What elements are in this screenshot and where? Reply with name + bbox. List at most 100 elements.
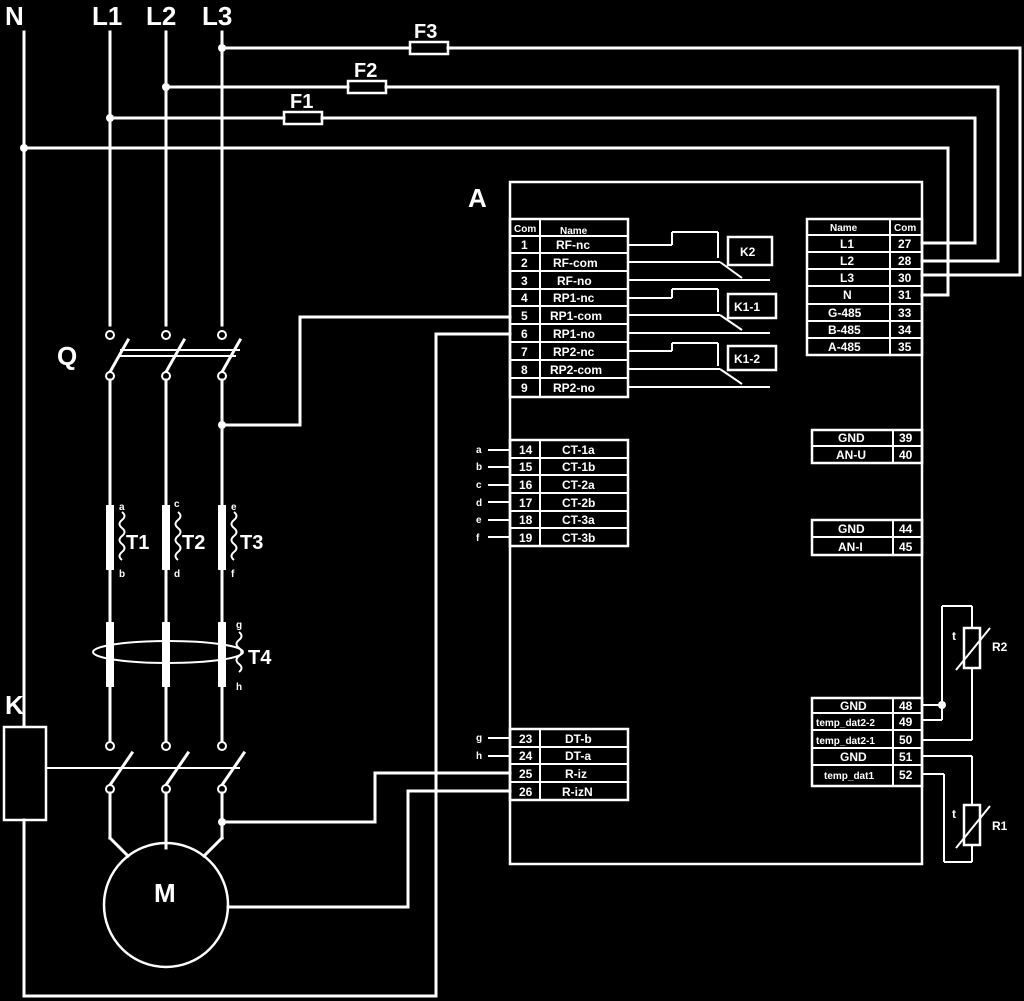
ct-name: CT-3b <box>562 531 595 545</box>
label-T2: T2 <box>182 532 205 554</box>
temp-name: temp_dat1 <box>824 771 874 782</box>
ct-num: 14 <box>519 443 533 457</box>
power-num: 30 <box>898 271 912 285</box>
relay-k1-2 <box>628 342 778 388</box>
relay-name: RP2-no <box>553 381 595 395</box>
ct-num: 18 <box>519 513 533 527</box>
fuse-feeds <box>22 46 1022 297</box>
tap-a: a <box>119 502 125 513</box>
temp-num: 50 <box>899 733 913 747</box>
anu-name: GND <box>838 431 865 445</box>
temp-num: 52 <box>899 768 913 782</box>
relay-num: 7 <box>521 345 528 359</box>
power-name: B-485 <box>828 323 861 337</box>
tap-f: f <box>231 569 235 580</box>
relay-terminal-table <box>508 217 630 399</box>
motor-m <box>102 841 230 969</box>
label-L3: L3 <box>202 1 232 31</box>
dt-rows: g 23 DT-b h 24 DT-a 25 R-iz 26 R-izN <box>476 732 593 799</box>
label-T1: T1 <box>126 532 149 554</box>
ct-rows: a 14 CT-1a b 15 CT-1b c 16 CT-2a d 17 CT… <box>476 443 595 545</box>
power-num: 33 <box>898 306 912 320</box>
power-name: L1 <box>840 237 854 251</box>
relay-num: 1 <box>521 238 528 252</box>
thermistor-r2 <box>922 605 991 741</box>
fuse-f3-label: F3 <box>414 21 437 43</box>
ct-name: CT-2b <box>562 496 595 510</box>
temp-num: 48 <box>899 699 913 713</box>
power-name: N <box>843 288 852 302</box>
dt-name: R-izN <box>562 785 593 799</box>
power-name: A-485 <box>828 340 861 354</box>
anu-num: 40 <box>899 448 913 462</box>
ct-name: CT-1b <box>562 460 595 474</box>
label-K1-1: K1-1 <box>734 300 760 314</box>
relay-name: RP2-nc <box>553 345 595 359</box>
ct-name: CT-2a <box>562 478 595 492</box>
transformer-t4 <box>92 622 244 687</box>
relay-num: 4 <box>521 291 528 305</box>
anu-name: AN-U <box>836 448 866 462</box>
dt-num: 24 <box>519 749 533 763</box>
relay-num: 9 <box>521 381 528 395</box>
ct-tap: e <box>476 515 482 526</box>
analog-u-table: GND 39 AN-U 40 <box>810 428 924 465</box>
ct-num: 19 <box>519 531 533 545</box>
ct-tap: b <box>476 462 482 473</box>
label-A: A <box>468 183 487 213</box>
temp-num: 49 <box>899 715 913 729</box>
ct-num: 16 <box>519 478 533 492</box>
relay-name: RP1-no <box>553 327 595 341</box>
ani-num: 44 <box>899 522 913 536</box>
tap-g: g <box>236 620 242 631</box>
ct-name: CT-1a <box>562 443 595 457</box>
temp-name: GND <box>840 699 867 713</box>
relay-header-com: Com <box>514 224 536 235</box>
temp-name: temp_dat2-1 <box>816 736 875 747</box>
power-terminal-table <box>805 217 924 357</box>
r2-t-label: t <box>952 629 956 643</box>
current-transformers <box>106 505 238 570</box>
ct-num: 15 <box>519 460 533 474</box>
relay-name: RF-nc <box>556 238 590 252</box>
contactor-k-contacts <box>105 741 247 794</box>
dt-name: R-iz <box>565 767 587 781</box>
thermistor-r1 <box>922 755 991 863</box>
label-R2: R2 <box>992 640 1008 654</box>
tap-d: d <box>174 569 180 580</box>
anu-num: 39 <box>899 431 913 445</box>
power-num: 31 <box>898 288 912 302</box>
dt-terminal-table <box>508 727 630 802</box>
relay-name: RF-no <box>557 274 592 288</box>
power-rows: L1 27 L2 28 L3 30 N 31 G-485 33 B-485 34… <box>828 237 912 354</box>
dt-name: DT-b <box>565 732 592 746</box>
fuse-f1-label: F1 <box>290 91 313 113</box>
temp-num: 51 <box>899 750 913 764</box>
power-name: L3 <box>840 271 854 285</box>
tap-h: h <box>236 682 242 693</box>
relay-rows: 1 RF-nc 2 RF-com 3 RF-no 4 RP1-nc 5 RP1-… <box>521 238 602 395</box>
dt-num: 26 <box>519 785 533 799</box>
power-name: G-485 <box>828 306 862 320</box>
ani-num: 45 <box>899 540 913 554</box>
relay-num: 5 <box>521 309 528 323</box>
ct-tap: f <box>476 533 480 544</box>
power-header-name: Name <box>830 223 858 234</box>
label-T4: T4 <box>248 647 272 669</box>
relay-name: RP1-com <box>550 309 602 323</box>
ani-name: AN-I <box>838 540 863 554</box>
dt-tap: g <box>476 733 482 744</box>
ct-tap: c <box>476 480 482 491</box>
relay-k1-1 <box>628 288 778 334</box>
power-num: 27 <box>898 237 912 251</box>
analog-i-table: GND 44 AN-I 45 <box>810 518 924 557</box>
tap-b: b <box>119 569 125 580</box>
label-R1: R1 <box>992 819 1008 833</box>
relay-num: 3 <box>521 274 528 288</box>
power-num: 28 <box>898 254 912 268</box>
relay-num: 6 <box>521 327 528 341</box>
label-Q: Q <box>57 341 77 371</box>
tap-e: e <box>231 502 237 513</box>
label-N: N <box>5 1 24 31</box>
